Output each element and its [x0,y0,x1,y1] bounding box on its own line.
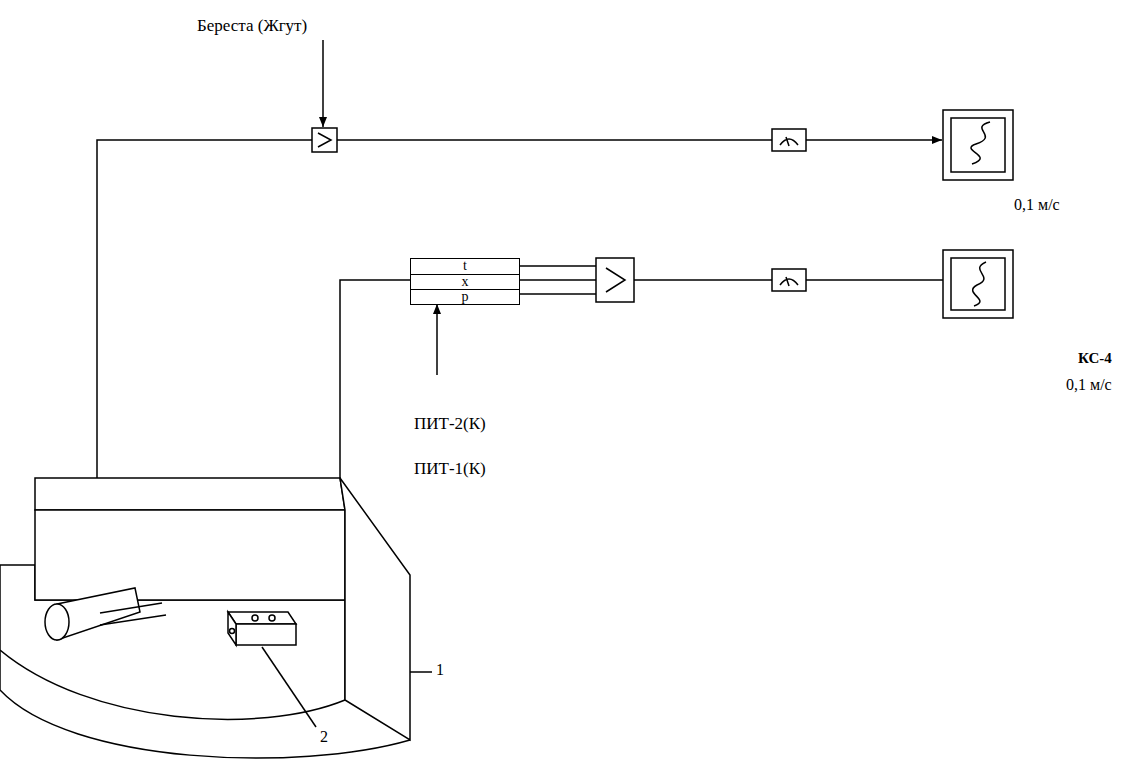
meter-needle [780,137,798,146]
speed-note-holder: 0,1 м/с [1014,196,1060,214]
speed-note: 0,1 м/с [1014,196,1060,213]
amplifier-symbol [312,128,337,152]
sensor-name-holder: ПИТ-2(К) [414,414,486,434]
sensor-hole [230,629,235,634]
wire [337,139,772,141]
speed-note-holder: 0,1 м/с [1066,376,1112,394]
housing-top [35,478,345,510]
meter-needle [780,277,798,286]
leader-line [410,671,432,673]
channel-letter: x [411,274,519,289]
recorder-trace [971,122,990,164]
input-arrow [322,40,324,127]
sensor-name: ПИТ-1(К) [414,459,486,478]
wire [520,293,596,295]
wire [520,279,596,281]
recorder-name: КС-4 [1078,350,1112,366]
recorder-name-holder: КС-4 [1078,350,1112,367]
leader-line [262,647,316,727]
channel-letter: p [411,289,519,304]
meter-symbol [772,269,806,291]
housing-front [35,510,345,600]
recorder-symbol [943,110,1013,180]
amplifier-sign [606,268,625,292]
sensor-pins [100,603,166,625]
sensor-hole [252,615,258,621]
sensor-name: ПИТ-2(К) [414,414,486,433]
sensor-hole [269,615,275,621]
channel-switch-box: txp [410,258,520,305]
callout-number: 1 [436,661,444,678]
recorder-symbol [943,250,1013,318]
sensor-block [228,612,236,645]
speed-note: 0,1 м/с [1066,376,1112,393]
sensor-block [236,624,296,645]
recorder-screen [951,118,1005,172]
recorder-trace [973,262,986,306]
callout-number-holder: 2 [320,728,328,746]
callout-number-holder: 1 [436,661,444,679]
sensor-name-holder: ПИТ-1(К) [414,459,486,479]
cylinder-end [45,604,69,640]
signal-source: Береста (Жгут) [197,16,307,35]
signal-source-holder: Береста (Жгут) [197,16,307,36]
input-arrow [436,304,438,375]
amplifier-symbol [596,258,634,302]
housing-side [340,478,410,740]
amplifier-sign [318,133,331,147]
recorder-screen [951,258,1005,310]
cylinder-body [57,588,140,640]
sensor-block [228,612,296,624]
callout-number: 2 [320,728,328,745]
meter-symbol [772,129,806,151]
channel-letter: t [411,259,519,274]
wire [97,140,312,478]
wire [806,139,942,141]
wire [520,265,596,267]
wire [806,279,943,281]
wire [634,279,772,281]
